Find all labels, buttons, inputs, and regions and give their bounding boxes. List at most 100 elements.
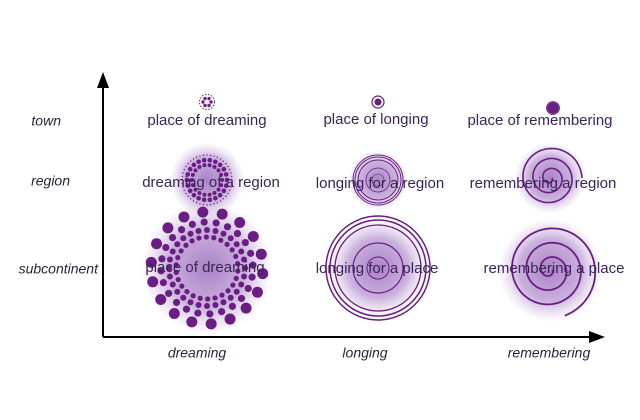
dot bbox=[207, 103, 211, 108]
dot bbox=[145, 256, 157, 268]
remembering-subcontinent-spiral-icon bbox=[511, 227, 597, 317]
x-label-dreaming: dreaming bbox=[168, 345, 227, 361]
dot bbox=[216, 202, 219, 204]
dot bbox=[207, 197, 213, 203]
dot bbox=[157, 267, 165, 275]
dot bbox=[177, 226, 186, 234]
cell-subcontinent-longing: longing for a place bbox=[316, 260, 439, 277]
dot bbox=[187, 188, 193, 194]
dot bbox=[216, 208, 228, 220]
y-axis-arrow-icon bbox=[97, 72, 109, 88]
dot bbox=[192, 200, 195, 202]
dot bbox=[187, 162, 189, 165]
dot bbox=[185, 165, 187, 168]
dot bbox=[199, 155, 201, 157]
longing-subcontinent-rings-icon bbox=[325, 215, 431, 321]
dot bbox=[174, 241, 181, 248]
dot bbox=[212, 227, 219, 234]
dot bbox=[169, 248, 176, 255]
cell-town-longing: place of longing bbox=[323, 111, 428, 128]
dot bbox=[216, 187, 221, 192]
dot bbox=[213, 159, 218, 165]
dot bbox=[207, 96, 211, 101]
dot bbox=[182, 186, 184, 188]
dot bbox=[197, 295, 203, 301]
cell-region-remembering: remembering a region bbox=[470, 175, 617, 192]
dot bbox=[231, 179, 233, 181]
dot bbox=[218, 308, 226, 316]
dot bbox=[209, 154, 212, 156]
remembering-region-spiral-icon bbox=[522, 147, 583, 204]
dot bbox=[178, 248, 184, 254]
x-label-remembering: remembering bbox=[508, 345, 591, 361]
dot bbox=[185, 183, 191, 188]
dot bbox=[234, 217, 246, 229]
dot bbox=[230, 282, 236, 288]
dot bbox=[182, 172, 184, 174]
dot bbox=[190, 293, 196, 299]
x-axis-arrow-icon bbox=[589, 331, 605, 343]
dot bbox=[155, 294, 167, 306]
dot bbox=[178, 211, 190, 223]
dot bbox=[174, 288, 181, 295]
dot bbox=[168, 233, 177, 242]
remembering-town-icon bbox=[546, 101, 560, 115]
dot bbox=[183, 189, 185, 192]
dot bbox=[169, 281, 176, 288]
dot bbox=[189, 198, 192, 200]
dot bbox=[216, 156, 219, 158]
dot bbox=[166, 256, 173, 263]
dot bbox=[192, 158, 195, 160]
dot bbox=[201, 197, 207, 203]
dot bbox=[190, 183, 195, 188]
dot bbox=[201, 157, 207, 163]
dot bbox=[218, 237, 224, 243]
longing-region-glow bbox=[348, 150, 408, 210]
dot bbox=[165, 289, 173, 298]
dot bbox=[237, 294, 246, 303]
dot bbox=[190, 178, 194, 182]
dot bbox=[212, 190, 217, 195]
dot bbox=[219, 200, 222, 202]
dot bbox=[224, 177, 230, 183]
dot bbox=[202, 163, 207, 168]
dot bbox=[240, 302, 252, 314]
dot bbox=[199, 203, 201, 205]
x-axis bbox=[103, 331, 605, 343]
dot bbox=[200, 218, 208, 226]
dot bbox=[220, 299, 227, 306]
dot bbox=[175, 255, 181, 261]
dreaming-town-icon bbox=[199, 94, 215, 110]
dot bbox=[188, 220, 196, 228]
dot bbox=[231, 182, 233, 185]
dot bbox=[193, 187, 198, 192]
dot bbox=[181, 182, 183, 185]
dot bbox=[255, 248, 267, 260]
dot bbox=[180, 294, 187, 301]
dot bbox=[235, 261, 241, 267]
dot bbox=[223, 223, 232, 231]
dot bbox=[168, 307, 180, 319]
dot bbox=[159, 279, 167, 287]
dot bbox=[217, 162, 223, 168]
dot bbox=[206, 154, 208, 156]
dot bbox=[193, 168, 198, 173]
cell-subcontinent-dreaming: place of dreaming bbox=[145, 259, 264, 276]
dot bbox=[209, 100, 213, 104]
dot bbox=[195, 227, 202, 234]
dot bbox=[217, 192, 223, 198]
dot bbox=[229, 168, 231, 171]
dot bbox=[230, 172, 232, 174]
dot bbox=[221, 166, 227, 172]
dot bbox=[207, 157, 213, 163]
dot bbox=[175, 276, 181, 283]
dot bbox=[231, 175, 233, 178]
dot bbox=[162, 243, 170, 252]
y-axis bbox=[97, 72, 109, 337]
dot bbox=[186, 316, 198, 328]
dot bbox=[241, 273, 248, 280]
dot bbox=[195, 156, 198, 158]
dot bbox=[227, 235, 234, 242]
dot bbox=[202, 154, 205, 156]
